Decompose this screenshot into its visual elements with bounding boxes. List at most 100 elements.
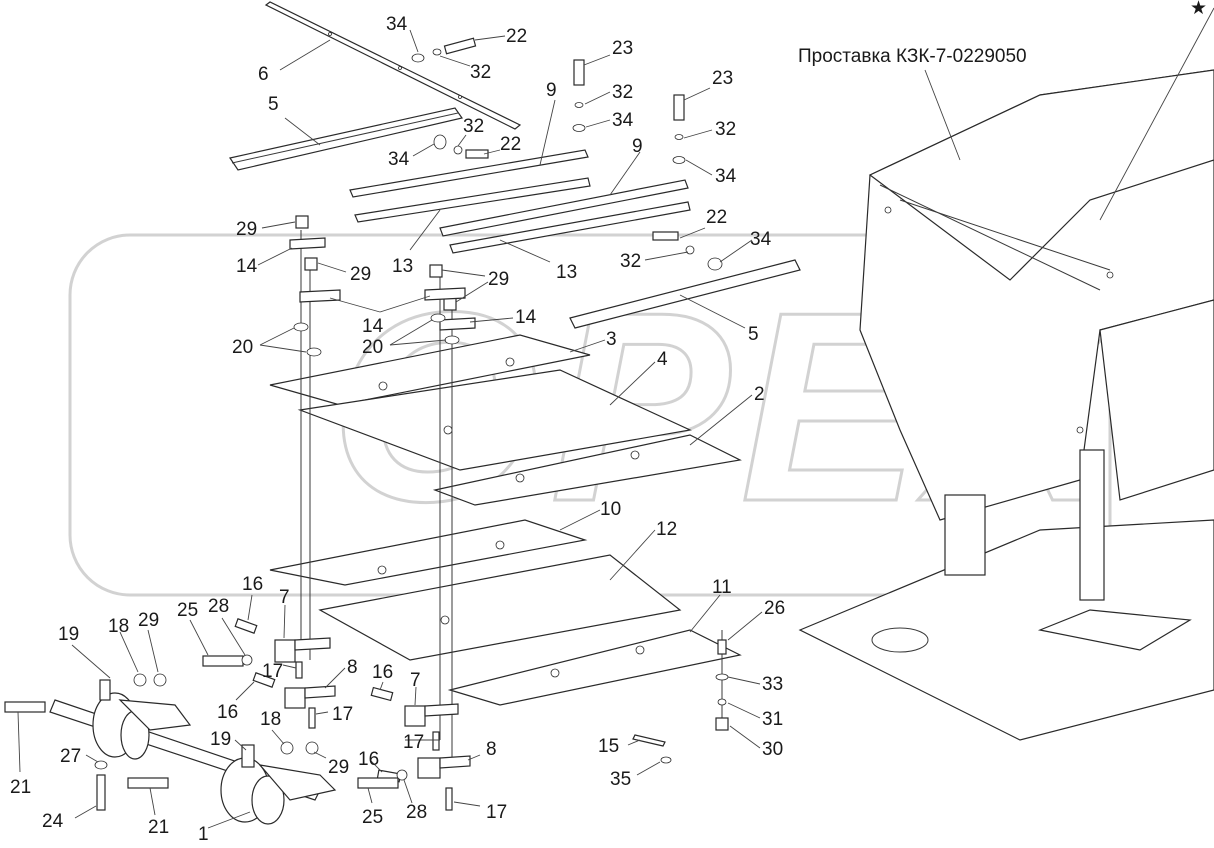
leader-16a [247, 594, 253, 621]
part-15-clip [632, 734, 666, 747]
part-3-hole [378, 381, 388, 391]
bolt-23 [673, 94, 685, 121]
leader-34e [719, 239, 753, 263]
leader-14b [329, 297, 381, 313]
leader-16d [369, 759, 383, 773]
callout-25: 25 [362, 807, 383, 828]
leader-19b [234, 739, 247, 751]
callout-28: 28 [208, 596, 229, 617]
leader-21a [17, 711, 21, 773]
leader-29a [261, 221, 296, 229]
spacer-bolt-3 [1106, 271, 1114, 279]
leader-7a [283, 604, 286, 639]
callout-11: 11 [712, 577, 732, 598]
spacer-post [1079, 449, 1105, 601]
part-13-strip-right [449, 201, 691, 254]
nut-29 [153, 673, 167, 687]
callout-25: 25 [177, 600, 198, 621]
callout-33: 33 [762, 674, 783, 695]
callout-23: 23 [612, 38, 633, 59]
leader-5a [284, 117, 321, 146]
part-11-hole [550, 668, 560, 678]
callout-22: 22 [506, 26, 527, 47]
leader-29c-2 [455, 281, 489, 303]
leader-12 [609, 529, 656, 581]
leader-20a [259, 327, 295, 346]
leader-20b-2 [389, 339, 447, 346]
leader-lines [17, 29, 763, 829]
arm-right [258, 764, 337, 801]
bolt-21 [127, 777, 169, 789]
part-13-strip-left [354, 177, 591, 223]
callout-28: 28 [406, 802, 427, 823]
leader-31 [727, 702, 761, 719]
leader-34b [585, 119, 611, 128]
bolt-17 [295, 661, 303, 679]
leader-16b [235, 681, 255, 701]
part-2-hole [630, 450, 640, 460]
leader-18b [271, 729, 285, 745]
callout-26: 26 [764, 598, 785, 619]
callout-32: 32 [463, 116, 484, 137]
callout-13: 13 [556, 262, 577, 283]
bolt-25 [202, 655, 244, 667]
callout-19: 19 [210, 729, 231, 750]
nut-29 [295, 215, 309, 229]
spacer-bolt-2 [1076, 426, 1084, 434]
leader-11 [689, 594, 721, 633]
part-10-hole [495, 540, 505, 550]
spacer-foot [1037, 609, 1192, 651]
callout-20: 20 [232, 337, 253, 358]
part-6-hole [328, 32, 332, 36]
callout-17: 17 [486, 802, 507, 823]
part-5-angle-lower [569, 259, 801, 329]
leader-22b [483, 149, 501, 155]
washer-34 [707, 257, 723, 271]
callout-34: 34 [388, 149, 410, 170]
part-3-plate [269, 334, 591, 406]
part-6-strip [264, 1, 522, 130]
callout-17: 17 [403, 732, 424, 753]
leader-9a [539, 99, 556, 166]
part-9-strip-left [349, 149, 589, 198]
callout-32: 32 [470, 62, 491, 83]
bracket-right [241, 744, 255, 768]
bolt-17 [308, 707, 316, 729]
bolt-21 [4, 701, 46, 713]
leader-17a [282, 664, 297, 669]
callout-34: 34 [386, 14, 408, 35]
callout-16: 16 [372, 662, 393, 683]
callout-5: 5 [748, 324, 759, 345]
part-4-hole [443, 425, 453, 435]
part-5-fold [231, 112, 459, 164]
callout-29: 29 [236, 219, 257, 240]
leader-21b [149, 787, 156, 816]
callout-3: 3 [606, 329, 617, 350]
bracket-8-arm [304, 685, 336, 699]
corner-mark: ★ [1190, 0, 1207, 19]
bolt-26 [717, 639, 727, 655]
nut-29 [443, 297, 457, 311]
callout-34: 34 [715, 166, 737, 187]
nut-28 [241, 654, 253, 666]
leader-22a [474, 35, 506, 41]
callout-16: 16 [242, 574, 263, 595]
callout-32: 32 [715, 119, 736, 140]
leader-6 [279, 39, 331, 71]
callout-6: 6 [258, 64, 269, 85]
callout-14: 14 [362, 316, 384, 337]
leader-30 [729, 725, 761, 749]
callout-12: 12 [656, 519, 677, 540]
body-leader [1099, 7, 1214, 221]
spacer-edge-1 [879, 184, 1101, 291]
washer-18 [280, 741, 294, 755]
plate-14 [299, 289, 341, 303]
nut-30 [715, 717, 729, 731]
bracket-8 [284, 687, 306, 709]
leader-15 [627, 739, 641, 746]
part-10-hole [377, 565, 387, 575]
spacer-lower-face [1099, 299, 1214, 501]
callout-29: 29 [488, 269, 509, 290]
part-9-strip-right [439, 179, 689, 237]
leader-32e [644, 251, 689, 261]
